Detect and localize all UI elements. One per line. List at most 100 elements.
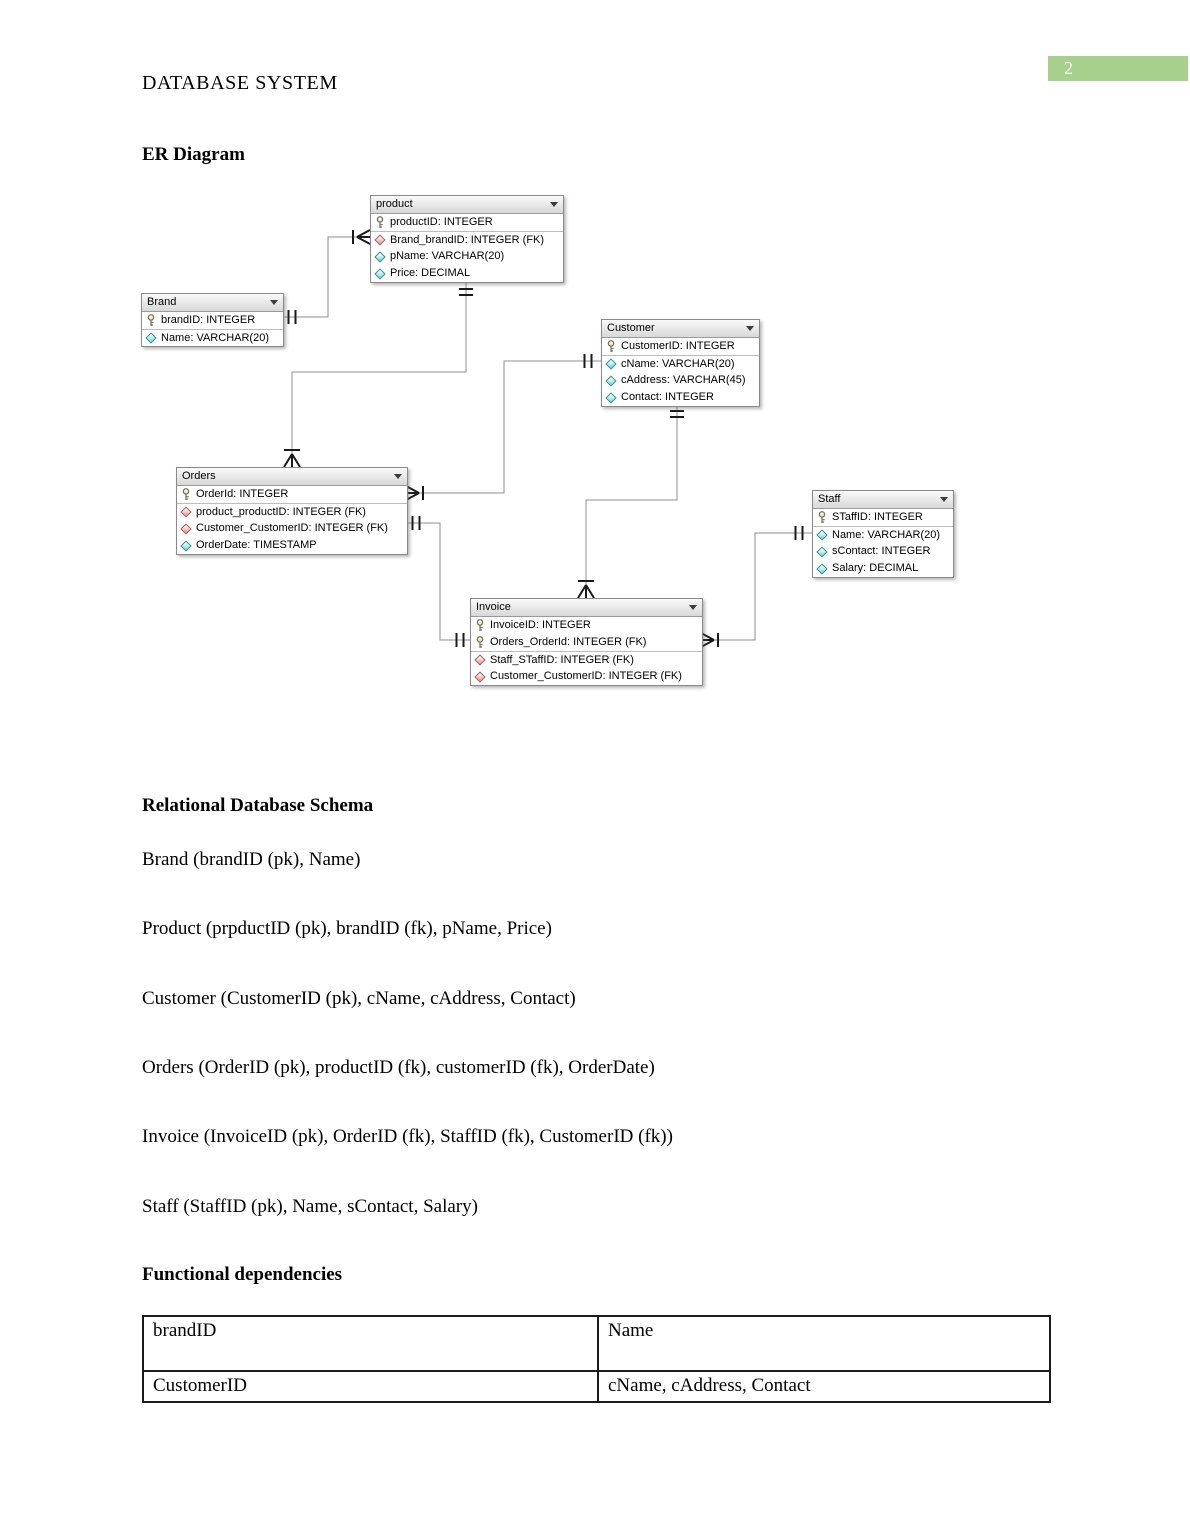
er-diagram-heading: ER Diagram [142,144,245,165]
cardinality-product-many [352,229,371,245]
entity-header: Staff [813,491,953,509]
attribute-row: Name: VARCHAR(20) [813,526,953,543]
entity-title: product [376,198,413,210]
attribute-label: OrderDate: TIMESTAMP [196,539,317,551]
entity-header: Customer [602,320,759,338]
foreign-key-diamond-icon [374,234,386,247]
connector-customer-invoice [585,405,678,598]
relationship-lines [282,229,812,648]
attribute-diamond-icon [145,332,157,345]
connector-orders-invoice [406,522,470,641]
attribute-label: Customer_CustomerID: INTEGER (FK) [196,522,388,534]
cardinality-orders-exactly-one [411,516,421,530]
attribute-row: Staff_STaffID: INTEGER (FK) [471,651,702,668]
dropdown-arrow-icon [270,300,278,305]
entity-product: product productID: INTEGER Brand_brandID: … [370,195,564,283]
attribute-label: InvoiceID: INTEGER [490,619,591,631]
attribute-label: productID: INTEGER [390,216,493,228]
schema-line-staff: Staff (StaffID (pk), Name, sContact, Sal… [142,1196,478,1217]
attribute-row: Name: VARCHAR(20) [142,329,283,346]
attribute-row: Customer_CustomerID: INTEGER (FK) [177,520,407,537]
schema-heading: Relational Database Schema [142,795,374,816]
connector-brand-product [282,236,370,318]
cardinality-customer-exactly-one-bottom [670,410,684,418]
schema-line-invoice: Invoice (InvoiceID (pk), OrderID (fk), S… [142,1126,673,1147]
attribute-row: product_productID: INTEGER (FK) [177,503,407,520]
entity-header: product [371,196,563,214]
attribute-row: Brand_brandID: INTEGER (FK) [371,231,563,248]
schema-line-orders: Orders (OrderID (pk), productID (fk), cu… [142,1057,655,1078]
attribute-label: product_productID: INTEGER (FK) [196,505,366,518]
foreign-key-diamond-icon [474,670,486,683]
schema-line-product: Product (prpductID (pk), brandID (fk), p… [142,918,552,939]
attribute-label: Name: VARCHAR(20) [161,331,269,344]
foreign-key-diamond-icon [180,506,192,519]
cardinality-customer-exactly-one-left [583,354,593,368]
attribute-label: cName: VARCHAR(20) [621,357,735,370]
entity-title: Staff [818,493,841,505]
foreign-key-diamond-icon [474,654,486,667]
attribute-diamond-icon [816,545,828,558]
cardinality-product-exactly-one [459,288,473,296]
attribute-row: OrderId: INTEGER [177,486,407,503]
cardinality-invoice-many-right [700,632,719,648]
cardinality-orders-many-top [283,449,301,468]
attribute-diamond-icon [374,250,386,263]
attribute-label: Name: VARCHAR(20) [832,528,940,541]
attribute-row: cAddress: VARCHAR(45) [602,372,759,389]
attribute-label: Price: DECIMAL [390,267,471,279]
primary-key-icon [374,216,386,229]
attribute-label: cAddress: VARCHAR(45) [621,374,746,386]
attribute-row: sContact: INTEGER [813,543,953,560]
primary-key-icon [180,488,192,501]
attribute-row: brandID: INTEGER [142,312,283,329]
attribute-row: cName: VARCHAR(20) [602,355,759,372]
entity-header: Brand [142,294,283,312]
attribute-label: STaffID: INTEGER [832,511,923,523]
dropdown-arrow-icon [689,605,697,610]
attribute-label: CustomerID: INTEGER [621,340,735,352]
functional-dependencies-table: brandID Name CustomerID cName, cAddress,… [142,1315,1051,1403]
attribute-row: OrderDate: TIMESTAMP [177,537,407,554]
schema-line-customer: Customer (CustomerID (pk), cName, cAddre… [142,988,576,1009]
fd-determinant-cell: CustomerID [144,1372,599,1401]
cardinality-brand-exactly-one [287,310,297,324]
primary-key-icon [605,340,617,353]
foreign-key-diamond-icon [180,522,192,535]
attribute-row: CustomerID: INTEGER [602,338,759,355]
attribute-label: Staff_STaffID: INTEGER (FK) [490,653,634,666]
primary-key-icon [474,636,486,649]
primary-key-icon [816,511,828,524]
connector-staff-invoice [701,532,812,641]
attribute-label: Contact: INTEGER [621,391,714,403]
fd-dependents-cell: cName, cAddress, Contact [608,1375,811,1396]
cardinality-invoice-exactly-one-left [455,633,465,647]
attribute-label: Customer_CustomerID: INTEGER (FK) [490,670,682,682]
attribute-diamond-icon [816,529,828,542]
attribute-row: pName: VARCHAR(20) [371,248,563,265]
document-header-title: DATABASE SYSTEM [142,72,338,94]
entity-header: Invoice [471,599,702,617]
attribute-label: brandID: INTEGER [161,314,256,326]
primary-key-icon [145,314,157,327]
attribute-label: OrderId: INTEGER [196,488,289,500]
cardinality-orders-many-right [405,485,424,501]
entity-title: Invoice [476,601,511,613]
dropdown-arrow-icon [550,202,558,207]
cardinality-staff-exactly-one [794,526,804,540]
page-number-box: 2 [1048,56,1188,81]
attribute-diamond-icon [605,391,617,404]
attribute-row: InvoiceID: INTEGER [471,617,702,634]
attribute-row: productID: INTEGER [371,214,563,231]
attribute-row: Orders_OrderId: INTEGER (FK) [471,634,702,651]
attribute-row: Price: DECIMAL [371,265,563,282]
er-diagram: product productID: INTEGER Brand_brandID: … [0,0,1190,760]
entity-header: Orders [177,468,407,486]
schema-line-brand: Brand (brandID (pk), Name) [142,849,361,870]
attribute-row: Customer_CustomerID: INTEGER (FK) [471,668,702,685]
cardinality-invoice-many-top [577,580,595,599]
connector-customer-orders [406,360,601,494]
